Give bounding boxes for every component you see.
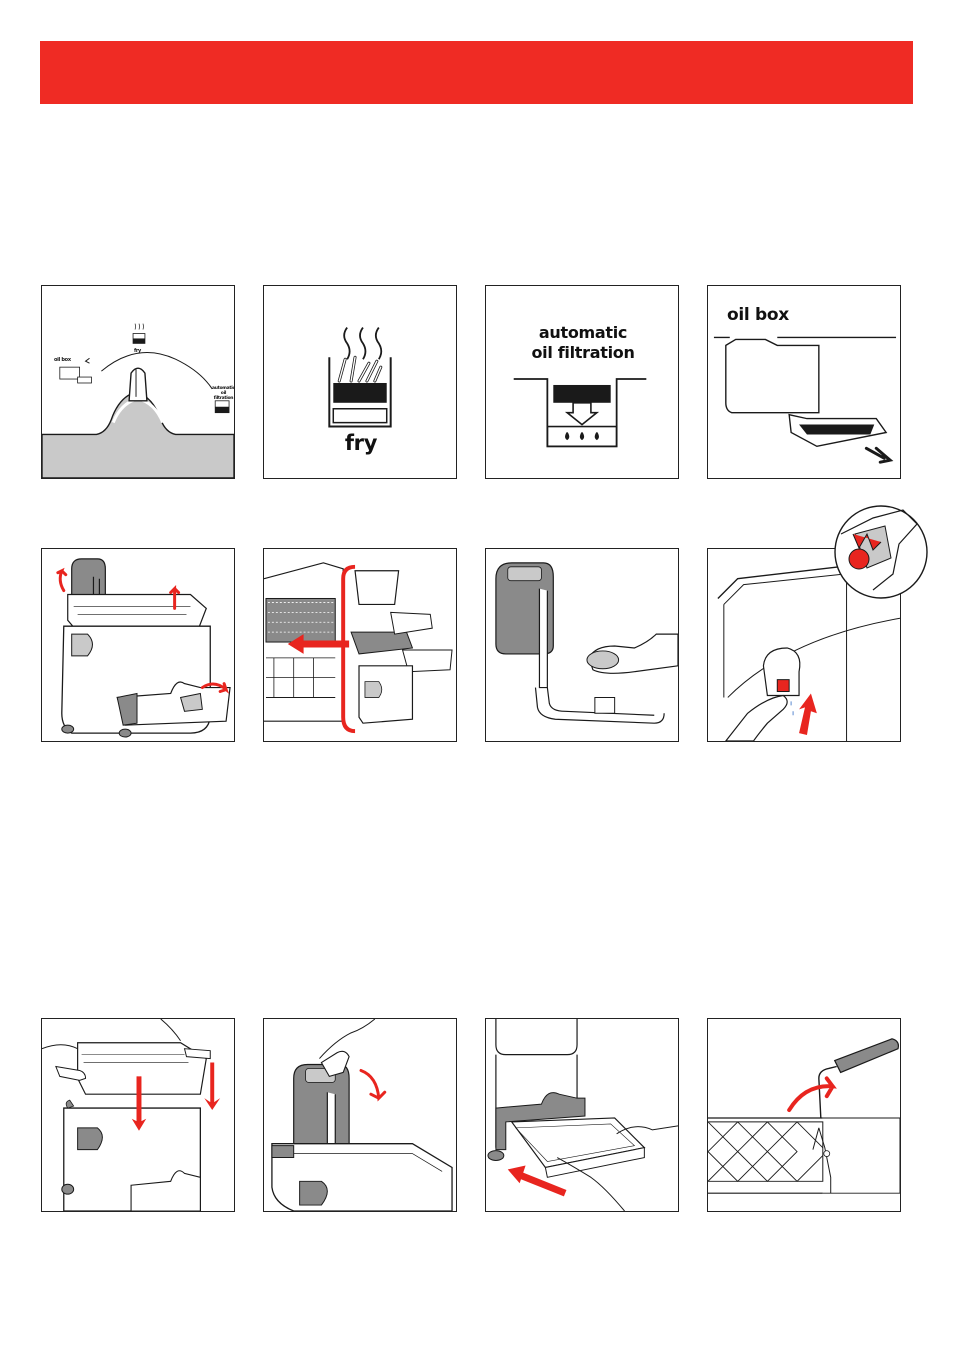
fry-label: fry — [264, 431, 457, 455]
panel-insert-bowl — [41, 1018, 235, 1212]
panel-oil-box: oil box — [707, 285, 901, 479]
panel-slide-in-box — [485, 1018, 679, 1212]
lower-control-panel-icon — [264, 1019, 456, 1211]
panel-dishwasher — [263, 548, 457, 742]
wipe-heating-element-icon — [486, 549, 678, 741]
panel-wipe-element — [485, 548, 679, 742]
panel-lower-control — [263, 1018, 457, 1212]
valve-detail-zoom — [833, 504, 929, 600]
dial-label-oil-box: oil box — [54, 357, 71, 363]
header-banner — [40, 41, 913, 104]
fryer-disassembly-icon — [42, 549, 234, 741]
panel-fry-mode: fry — [263, 285, 457, 479]
oil-box-label: oil box — [727, 305, 789, 325]
dial-selector-icon — [42, 286, 234, 478]
valve-detail-zoom-icon — [833, 504, 929, 600]
dial-label-fry: fry — [134, 348, 141, 354]
raise-basket-handle-icon — [708, 1019, 900, 1211]
dishwasher-parts-icon — [264, 549, 456, 741]
slide-in-oil-box-icon — [486, 1019, 678, 1211]
insert-bowl-icon — [42, 1019, 234, 1211]
panel-disassembly — [41, 548, 235, 742]
oil-filtration-icon — [486, 286, 678, 478]
panel-raise-basket — [707, 1018, 901, 1212]
